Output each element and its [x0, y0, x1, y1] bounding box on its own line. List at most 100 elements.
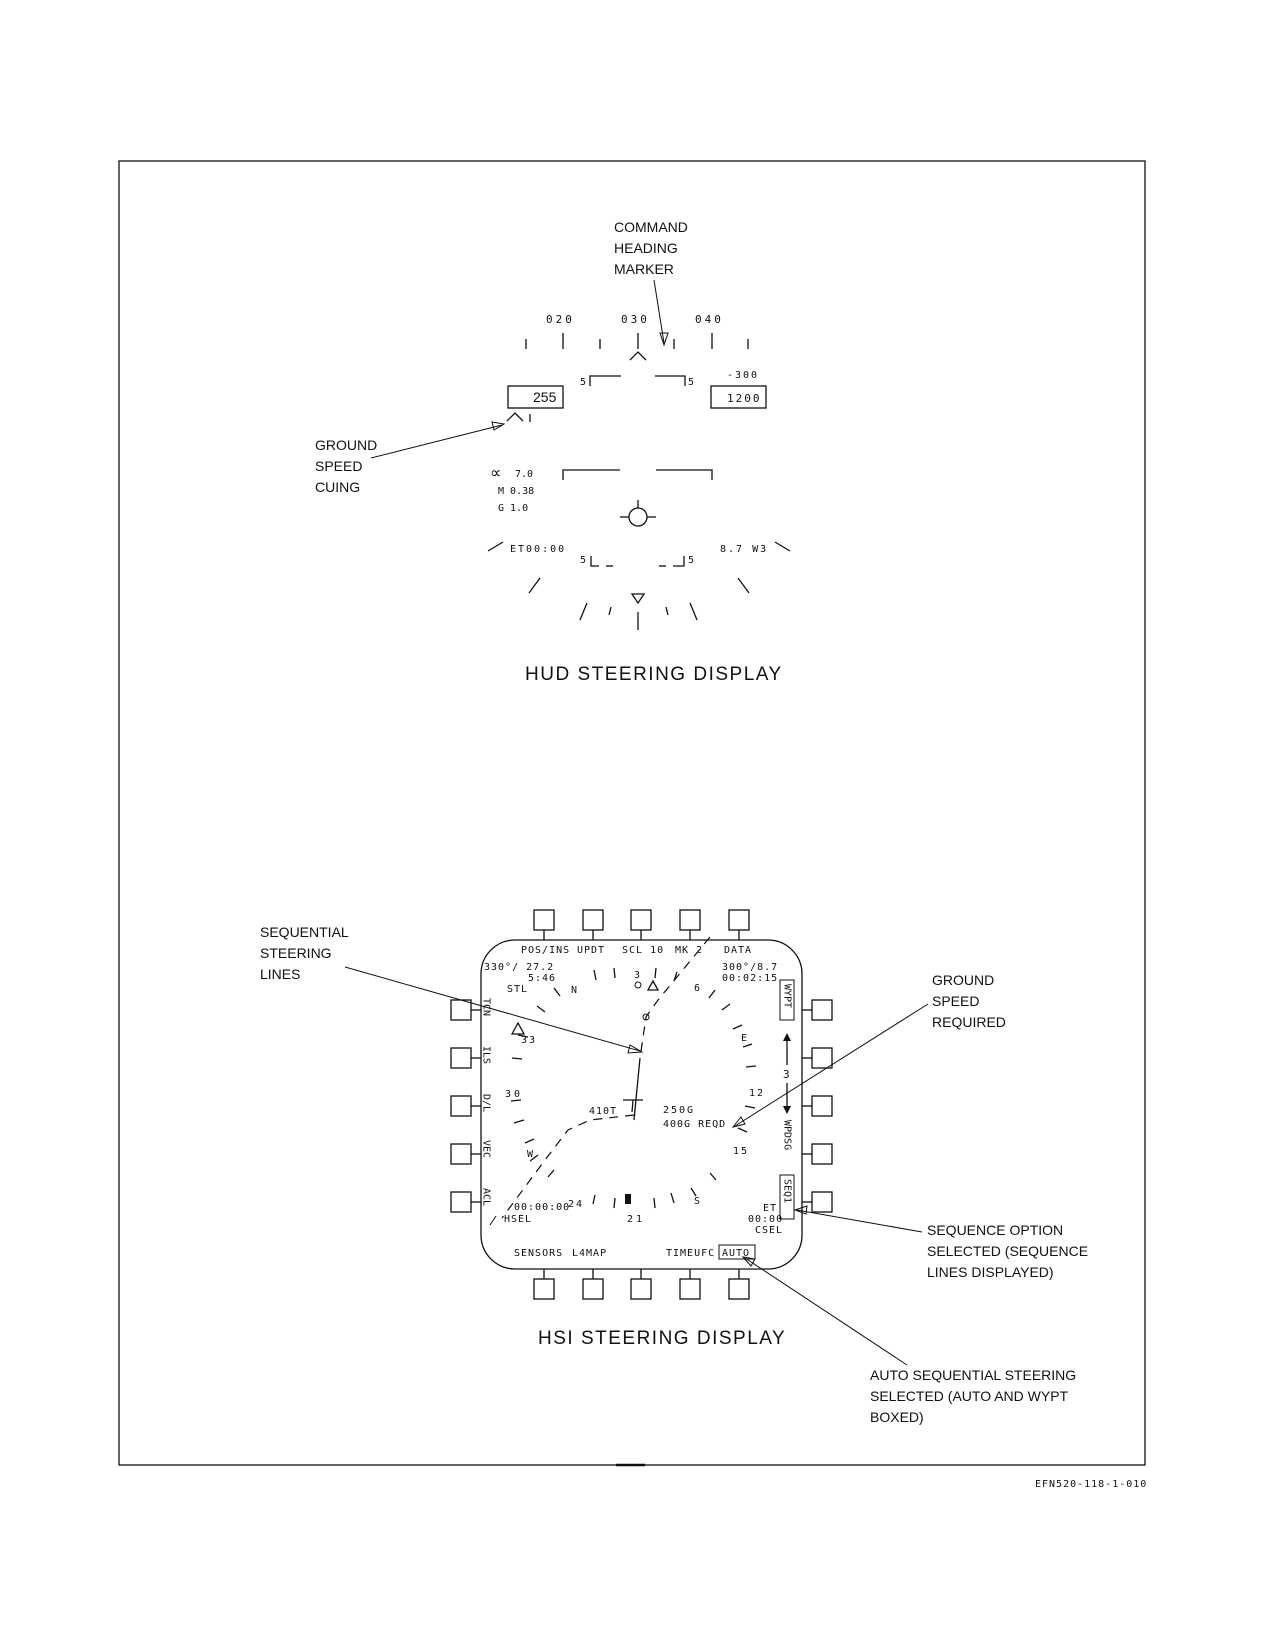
pushbutton-right-4[interactable] — [811, 1143, 833, 1165]
pushbutton-left-3[interactable] — [450, 1095, 472, 1117]
pitch-line-lower-right-b — [673, 556, 685, 567]
bottom-label-sensors: SENSORS — [514, 1248, 563, 1259]
command-heading-leader-line — [653, 279, 665, 344]
waypoint-up-arrow-icon — [783, 1033, 791, 1041]
pitch-neg5-left-label: 5 — [580, 555, 586, 566]
ground-speed-value: 250G — [663, 1105, 695, 1116]
top-label-pos-ins: POS/INS — [521, 945, 570, 956]
seq-option-leader-line — [796, 1209, 923, 1233]
compass-n: N — [571, 985, 577, 996]
hsel-label: HSEL — [504, 1214, 532, 1225]
bottom-label-auto: AUTO — [722, 1248, 750, 1259]
seq-option-label-1: SEQUENCE OPTION — [927, 1222, 1063, 1238]
auto-steering-leader-line — [744, 1257, 908, 1366]
compass-30: 30 — [505, 1089, 523, 1100]
et-label: ET — [763, 1203, 777, 1214]
sequential-steering-line-2 — [501, 1114, 635, 1219]
pushbutton-bottom-2[interactable] — [582, 1278, 604, 1300]
left-label-acl: ACL — [481, 1188, 492, 1206]
aircraft-tail — [631, 1099, 634, 1113]
compass-e: E — [741, 1033, 747, 1044]
gs-required-label-2: SPEED — [932, 993, 979, 1009]
altitude-box — [710, 385, 767, 409]
seq-steering-label-3: LINES — [260, 966, 300, 982]
heading-tape-ticks — [525, 333, 749, 349]
pushbutton-top-4[interactable] — [679, 909, 701, 931]
top-label-data: DATA — [724, 945, 752, 956]
airspeed-value: 255 — [533, 389, 557, 405]
pitch-5-left-label: 5 — [580, 377, 586, 388]
pushbutton-right-1[interactable] — [811, 999, 833, 1021]
pushbutton-left-1[interactable] — [450, 999, 472, 1021]
pitch-line-upper-left — [589, 375, 621, 386]
command-heading-arrowhead — [659, 332, 669, 347]
ground-speed-caret-icon — [506, 412, 524, 422]
compass-3: 3 — [634, 970, 640, 981]
compass-6: 6 — [694, 983, 700, 994]
auto-box — [718, 1244, 756, 1260]
pushbutton-right-3[interactable] — [811, 1095, 833, 1117]
altitude-value: 1200 — [727, 392, 762, 405]
command-heading-marker-label-1: COMMAND — [614, 219, 688, 235]
pushbutton-right-2[interactable] — [811, 1047, 833, 1069]
bottom-label-timeufc: TIMEUFC — [666, 1248, 715, 1259]
pushbutton-bottom-4[interactable] — [679, 1278, 701, 1300]
tacan-bearing-icon — [510, 1021, 526, 1035]
elapsed-time-value: ET00:00 — [510, 544, 566, 555]
pushbutton-top-3[interactable] — [630, 909, 652, 931]
pushbutton-bottom-5[interactable] — [728, 1278, 750, 1300]
seq-option-arrowhead — [793, 1205, 808, 1215]
sequential-steering-line-1 — [639, 936, 711, 1059]
top-label-mk: MK 2 — [675, 945, 703, 956]
compass-s: S — [694, 1196, 700, 1207]
bank-pointer-icon — [630, 593, 646, 605]
compass-24: 24 — [568, 1199, 584, 1210]
ground-speed-cuing-label-2: SPEED — [315, 458, 362, 474]
pushbutton-top-5[interactable] — [728, 909, 750, 931]
top-label-updt: UPDT — [577, 945, 605, 956]
pushbutton-top-2[interactable] — [582, 909, 604, 931]
pushbutton-left-2[interactable] — [450, 1047, 472, 1069]
hsi-right-pushbuttons — [802, 999, 833, 1213]
pushbutton-bottom-1[interactable] — [533, 1278, 555, 1300]
compass-rose-ticks — [510, 967, 757, 1209]
seq-box — [779, 1174, 795, 1220]
pitch-line-lower-left-a — [590, 556, 599, 567]
auto-steering-label-1: AUTO SEQUENTIAL STEERING — [870, 1367, 1076, 1383]
wypt-time: 00:02:15 — [722, 973, 778, 984]
right-label-seq1: SEQ1 — [782, 1179, 793, 1203]
wypt-box — [779, 979, 795, 1021]
wypt-bearing-range: 300°/8.7 — [722, 962, 778, 973]
pushbutton-left-5[interactable] — [450, 1191, 472, 1213]
compass-labels: N 3 6 E 12 15 S 21 24 W 30 33 — [505, 970, 763, 1225]
tcn-time: 5:46 — [528, 973, 556, 984]
pushbutton-left-4[interactable] — [450, 1143, 472, 1165]
tacan-station-icon — [646, 979, 660, 991]
pushbutton-right-5[interactable] — [811, 1191, 833, 1213]
command-heading-marker-label-2: HEADING — [614, 240, 678, 256]
et-value: 00:00 — [748, 1214, 783, 1225]
compass-21: 21 — [627, 1214, 645, 1225]
heading-label-020: 020 — [546, 313, 575, 326]
seq-steering-leader-line — [344, 966, 641, 1052]
auto-steering-label-2: SELECTED (AUTO AND WYPT — [870, 1388, 1069, 1404]
heading-label-040: 040 — [695, 313, 724, 326]
tcn-bearing-range: 330°/ 27.2 — [484, 962, 554, 973]
ground-speed-required-value: 400G REQD — [663, 1119, 726, 1130]
auto-steering-arrowhead — [741, 1256, 756, 1267]
pushbutton-bottom-3[interactable] — [630, 1278, 652, 1300]
ground-speed-cuing-label-1: GROUND — [315, 437, 377, 453]
hsi-top-pushbuttons — [533, 909, 750, 940]
pitch-5-right-label: 5 — [688, 377, 694, 388]
left-label-dl: D/L — [481, 1094, 492, 1112]
hsi-caption: HSI STEERING DISPLAY — [538, 1328, 786, 1349]
waypoint-info-value: 8.7 W3 — [720, 544, 768, 555]
course-value: 410T — [589, 1106, 617, 1117]
hsi-display-bezel — [480, 939, 803, 1270]
seq-option-label-2: SELECTED (SEQUENCE — [927, 1243, 1088, 1259]
seq-steering-label-1: SEQUENTIAL — [260, 924, 349, 940]
pitch-neg5-right-label: 5 — [688, 555, 694, 566]
pushbutton-top-1[interactable] — [533, 909, 555, 931]
seq-option-label-3: LINES DISPLAYED) — [927, 1264, 1054, 1280]
